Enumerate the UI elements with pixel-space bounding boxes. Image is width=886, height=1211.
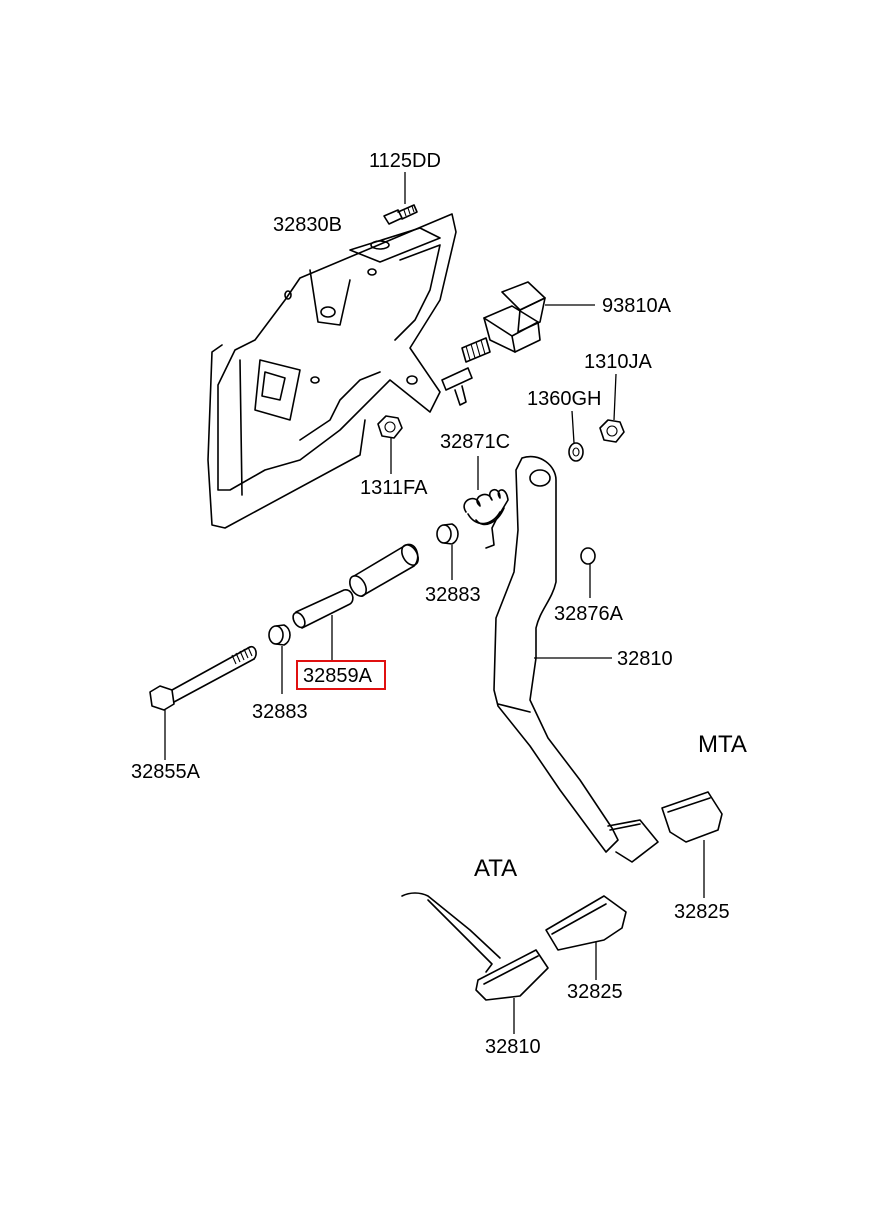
label-1310ja[interactable]: 1310JA bbox=[584, 351, 652, 373]
stop-switch-93810a[interactable] bbox=[461, 281, 546, 363]
pedal-pad-32825-ata[interactable] bbox=[545, 895, 627, 951]
highlight-box-32859a bbox=[296, 660, 386, 690]
pedal-arm-32810-ata[interactable] bbox=[401, 892, 549, 1001]
label-1360gh[interactable]: 1360GH bbox=[527, 388, 602, 410]
label-32876a[interactable]: 32876A bbox=[554, 603, 624, 625]
label-32859a[interactable]: 32859A bbox=[303, 665, 373, 687]
pedal-bracket[interactable] bbox=[207, 213, 473, 529]
leader-1310ja bbox=[613, 373, 617, 421]
washer-1360gh[interactable] bbox=[568, 442, 584, 462]
spring-32871c[interactable] bbox=[463, 489, 509, 549]
label-32830b[interactable]: 32830B bbox=[273, 214, 342, 236]
label-32855a[interactable]: 32855A bbox=[131, 761, 201, 783]
leader-1360gh bbox=[571, 410, 575, 444]
bolt-32855a[interactable] bbox=[149, 645, 257, 711]
pedal-pad-32825-mta[interactable] bbox=[661, 791, 723, 843]
label-1125dd[interactable]: 1125DD bbox=[369, 150, 441, 172]
sleeve-32859a[interactable] bbox=[291, 542, 422, 629]
pedal-arm-32810-mta[interactable] bbox=[493, 455, 659, 863]
label-32883-upper[interactable]: 32883 bbox=[425, 584, 481, 606]
bushing-32883-lower[interactable] bbox=[268, 624, 291, 646]
label-32871c[interactable]: 32871C bbox=[440, 431, 510, 453]
label-ata: ATA bbox=[474, 855, 517, 882]
label-93810a[interactable]: 93810A bbox=[602, 295, 672, 317]
label-1311fa[interactable]: 1311FA bbox=[360, 477, 428, 499]
bushing-32883-upper[interactable] bbox=[436, 523, 459, 545]
bolt-1125dd[interactable] bbox=[383, 204, 418, 225]
nut-1310ja[interactable] bbox=[599, 419, 625, 443]
label-32810-ata[interactable]: 32810 bbox=[485, 1036, 541, 1058]
label-mta: MTA bbox=[698, 731, 747, 758]
label-32810-mta[interactable]: 32810 bbox=[617, 648, 673, 670]
nut-1311fa[interactable] bbox=[377, 415, 403, 439]
label-32825-ata[interactable]: 32825 bbox=[567, 981, 623, 1003]
label-32883-lower[interactable]: 32883 bbox=[252, 701, 308, 723]
stopper-32876a[interactable] bbox=[580, 547, 596, 565]
label-32825-mta[interactable]: 32825 bbox=[674, 901, 730, 923]
